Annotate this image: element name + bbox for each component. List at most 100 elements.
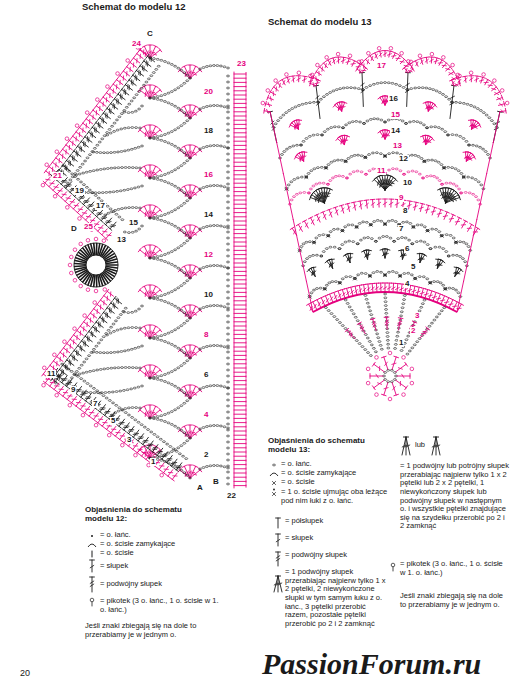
stitch-stroke <box>78 126 81 130</box>
stitch-stroke <box>142 59 145 63</box>
stitch-stroke <box>95 320 98 324</box>
chain-stitch <box>156 58 159 60</box>
stitch-stroke <box>88 337 89 341</box>
stitch-stroke <box>93 110 99 115</box>
stitch-stroke <box>55 355 58 359</box>
chain-stitch <box>227 477 230 479</box>
chain-stitch <box>131 127 134 129</box>
stitch-stroke <box>246 484 247 487</box>
stitch-stroke <box>159 288 162 292</box>
stitch-stroke <box>122 429 126 432</box>
chain-stitch <box>124 307 127 309</box>
chain-stitch <box>135 207 138 209</box>
stitch-stroke <box>63 392 67 393</box>
stitch-stroke <box>164 469 168 470</box>
chain-stitch <box>219 385 222 387</box>
chain-stitch <box>105 397 108 399</box>
chain-stitch <box>102 352 105 354</box>
stitch-stroke <box>165 461 169 464</box>
chain-stitch <box>106 168 109 170</box>
stitch-stroke <box>153 294 157 295</box>
stitch-stroke <box>190 472 194 474</box>
stitch-stroke <box>73 203 78 209</box>
stitch-stroke <box>75 267 86 269</box>
chain-stitch <box>124 367 127 369</box>
stitch-stroke <box>91 108 94 112</box>
stitch-stroke <box>61 181 65 183</box>
chain-stitch <box>92 370 95 372</box>
stitch-stroke <box>246 177 247 180</box>
chain-stitch <box>177 307 180 309</box>
stitch-stroke <box>153 85 157 87</box>
chain-stitch <box>106 205 109 207</box>
chain-stitch <box>227 447 230 449</box>
stitch-stroke <box>66 160 73 166</box>
chain-stitch <box>183 432 186 434</box>
chain-stitch <box>227 81 230 83</box>
chain-stitch <box>170 251 173 253</box>
chain-stitch <box>152 217 155 219</box>
stitch-stroke <box>234 376 246 377</box>
picot <box>63 340 67 344</box>
chain-stitch <box>227 327 230 329</box>
chain-stitch <box>143 426 146 428</box>
stitch-stroke <box>60 183 64 186</box>
chain-stitch <box>77 375 80 377</box>
stitch-stroke <box>159 328 162 332</box>
chain-stitch <box>106 152 109 154</box>
stitch-stroke <box>82 320 85 324</box>
stitch-stroke <box>234 275 246 276</box>
stitch-stroke <box>246 203 247 206</box>
stitch-stroke <box>246 173 247 176</box>
chain-stitch <box>156 218 159 220</box>
stitch-stroke <box>129 86 130 90</box>
picot <box>73 248 77 252</box>
chain-stitch <box>167 172 170 174</box>
stitch-stroke <box>87 415 91 418</box>
stitch-stroke <box>146 211 148 215</box>
chain-stitch <box>150 431 153 433</box>
stitch-stroke <box>107 313 108 317</box>
stitch-stroke <box>246 72 247 75</box>
chain-stitch <box>219 225 222 227</box>
stitch-stroke <box>116 432 120 433</box>
chain-stitch <box>119 390 122 392</box>
stitch-stroke <box>155 454 159 457</box>
stitch-stroke <box>246 467 247 470</box>
stitch-stroke <box>246 85 247 88</box>
stitch-stroke <box>137 54 143 59</box>
picot <box>96 98 100 102</box>
stitch-stroke <box>246 215 247 218</box>
chain-stitch <box>120 409 123 411</box>
stitch-stroke <box>150 210 160 218</box>
chain-stitch <box>216 185 219 187</box>
stitch-stroke <box>129 426 134 433</box>
stitch-stroke <box>153 165 157 167</box>
chain-stitch <box>177 187 180 189</box>
stitch-stroke <box>87 130 90 134</box>
stitch-stroke <box>103 318 104 322</box>
stitch-stroke <box>102 216 106 218</box>
chain-stitch <box>131 327 134 329</box>
chain-stitch <box>227 375 230 377</box>
chain-stitch <box>115 213 118 215</box>
chain-stitch <box>110 367 113 369</box>
chain-stitch <box>109 132 112 134</box>
stitch-stroke <box>87 137 88 141</box>
chain-stitch <box>227 165 230 167</box>
chain-stitch <box>163 294 166 296</box>
chain-stitch <box>130 148 133 150</box>
stitch-stroke <box>168 472 172 473</box>
stitch-stroke <box>148 405 153 406</box>
chain-stitch <box>160 419 163 421</box>
stitch-stroke <box>199 68 202 72</box>
chain-stitch <box>119 314 122 316</box>
stitch-stroke <box>102 294 105 298</box>
stitch-stroke <box>172 473 177 479</box>
chain-stitch <box>127 312 130 314</box>
stitch-stroke <box>246 232 247 235</box>
stitch-stroke <box>193 74 197 75</box>
stitch-stroke <box>234 116 246 117</box>
chain-stitch <box>180 245 183 247</box>
stitch-stroke <box>99 219 103 222</box>
